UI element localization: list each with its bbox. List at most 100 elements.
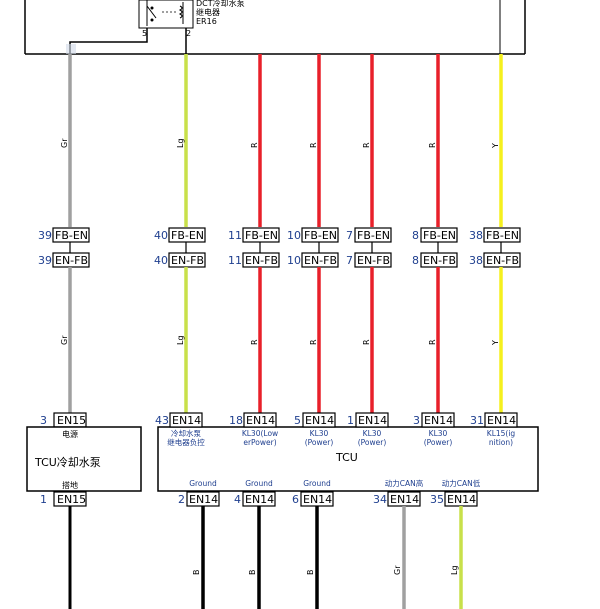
inline-upper-3: [301, 227, 339, 243]
mid-wire-label-4: R: [362, 339, 371, 345]
pump-name: TCU冷却水泵: [34, 456, 101, 469]
inline-upper-pin-2: 11: [228, 229, 242, 242]
tcu-top-pin-4: 3: [413, 414, 420, 427]
inline-upper-pin-6: 38: [469, 229, 483, 242]
inline-lower-pin-6: 38: [469, 254, 483, 267]
tcu-name: TCU: [335, 451, 358, 464]
tcu-top-label1-3: KL30: [363, 429, 382, 438]
inline-upper-6: [483, 227, 521, 243]
tcu-top-conn-1: EN14: [246, 414, 275, 427]
tcu-bottom-label-4: 动力CAN低: [442, 478, 481, 488]
inline-upper-pin-0: 39: [38, 229, 52, 242]
tcu-top-label1-4: KL30: [429, 429, 448, 438]
top-wire-label-6: Y: [491, 143, 500, 149]
bottom-wire-label-3: Gr: [393, 565, 402, 575]
inline-upper-5: [420, 227, 458, 243]
inline-lower-label-6: EN-FB: [486, 254, 519, 267]
inline-lower-label-2: EN-FB: [245, 254, 278, 267]
tcu-top-pin-0: 43: [155, 414, 169, 427]
inline-upper-label-0: FB-EN: [55, 229, 88, 242]
tcu-bottom-conn-2: EN14: [303, 493, 332, 506]
tcu-bottom-conn-1: EN14: [245, 493, 274, 506]
tcu-top-label2-2: (Power): [305, 438, 334, 447]
tcu-bottom-label-3: 动力CAN高: [385, 478, 424, 488]
top-wire-label-3: R: [309, 142, 318, 148]
top-wire-label-5: R: [428, 142, 437, 148]
tcu-bottom-pin-4: 35: [430, 493, 444, 506]
pump-top-conn-label: EN15: [57, 414, 86, 427]
inline-lower-pin-3: 10: [287, 254, 301, 267]
tcu-bottom-conn-0: EN14: [189, 493, 218, 506]
tcu-top-connector-2: [302, 412, 336, 428]
tcu-top-label1-0: 冷却水泵: [171, 428, 201, 438]
tcu-top-label1-5: KL15(ig: [487, 429, 516, 438]
pump-bottom-pin: 1: [40, 493, 47, 506]
top-wire-label-0: Gr: [60, 138, 69, 148]
inline-upper-2: [242, 227, 280, 243]
tcu-bottom-label-1: Ground: [245, 479, 273, 488]
tcu-top-conn-0: EN14: [172, 414, 201, 427]
tcu-top-pin-1: 18: [229, 414, 243, 427]
pump-bottom-conn-label: EN15: [57, 493, 86, 506]
top-panel: 5 2 DCT冷却水泵 继电器 ER16: [24, 0, 526, 55]
pump-top-pin: 3: [40, 414, 47, 427]
inline-upper-label-4: FB-EN: [357, 229, 390, 242]
inline-upper-pin-4: 7: [346, 229, 353, 242]
tcu-bottom-label-2: Ground: [303, 479, 331, 488]
tcu-box: [157, 426, 539, 492]
relay-name-3: ER16: [196, 17, 217, 26]
inline-lower-label-3: EN-FB: [304, 254, 337, 267]
tcu-top-conn-3: EN14: [358, 414, 387, 427]
inline-upper-pin-5: 8: [412, 229, 419, 242]
inline-lower-pin-5: 8: [412, 254, 419, 267]
tcu-bottom-pin-2: 6: [292, 493, 299, 506]
inline-lower-pin-0: 39: [38, 254, 52, 267]
inline-lower-label-5: EN-FB: [423, 254, 456, 267]
mid-wire-label-1: Lg: [176, 335, 185, 345]
relay-pin-right: 2: [186, 29, 191, 38]
bottom-wire-label-1: B: [248, 570, 257, 576]
inline-upper-label-5: FB-EN: [423, 229, 456, 242]
tcu-bottom-pin-1: 4: [234, 493, 241, 506]
inline-lower-pin-1: 40: [154, 254, 168, 267]
tcu-top-pin-3: 1: [347, 414, 354, 427]
inline-upper-label-6: FB-EN: [486, 229, 519, 242]
tcu-top-pin-5: 31: [470, 414, 484, 427]
tcu-bottom-conn-3: EN14: [390, 493, 419, 506]
inline-upper-label-3: FB-EN: [304, 229, 337, 242]
mid-wire-label-2: R: [250, 339, 259, 345]
tcu-top-label1-1: KL30(Low: [242, 429, 278, 438]
inline-lower-label-4: EN-FB: [357, 254, 390, 267]
inline-upper-label-2: FB-EN: [245, 229, 278, 242]
top-wire-label-1: Lg: [176, 138, 185, 148]
tcu-bottom-pin-3: 34: [373, 493, 387, 506]
tcu-bottom-label-0: Ground: [189, 479, 217, 488]
mid-wire-label-5: R: [428, 339, 437, 345]
tcu-top-label2-1: erPower): [243, 438, 276, 447]
tcu-top-label2-0: 继电器负控: [167, 437, 205, 447]
tcu-top-label2-3: (Power): [358, 438, 387, 447]
tcu-bottom-conn-4: EN14: [447, 493, 476, 506]
tcu-top-conn-2: EN14: [305, 414, 334, 427]
top-wire-label-4: R: [362, 142, 371, 148]
pump-top-label: 电源: [62, 429, 78, 439]
tcu-top-label1-2: KL30: [310, 429, 329, 438]
tcu-top-conn-5: EN14: [487, 414, 516, 427]
bottom-wire-label-4: Lg: [450, 565, 459, 575]
tcu-bottom-pin-0: 2: [178, 493, 185, 506]
tcu-module: TCU: [157, 426, 539, 492]
inline-connectors: FB-ENEN-FB3939FB-ENEN-FB4040FB-ENEN-FB11…: [38, 227, 521, 268]
inline-lower-pin-2: 11: [228, 254, 242, 267]
tcu-top-pin-2: 5: [294, 414, 301, 427]
top-wire-label-2: R: [250, 142, 259, 148]
inline-lower-label-1: EN-FB: [171, 254, 204, 267]
pump-box: [26, 426, 142, 492]
tcu-top-connector-0: [169, 412, 203, 428]
tcu-top-connector-1: [243, 412, 277, 428]
inline-lower-pin-4: 7: [346, 254, 353, 267]
mid-wire-label-3: R: [309, 339, 318, 345]
